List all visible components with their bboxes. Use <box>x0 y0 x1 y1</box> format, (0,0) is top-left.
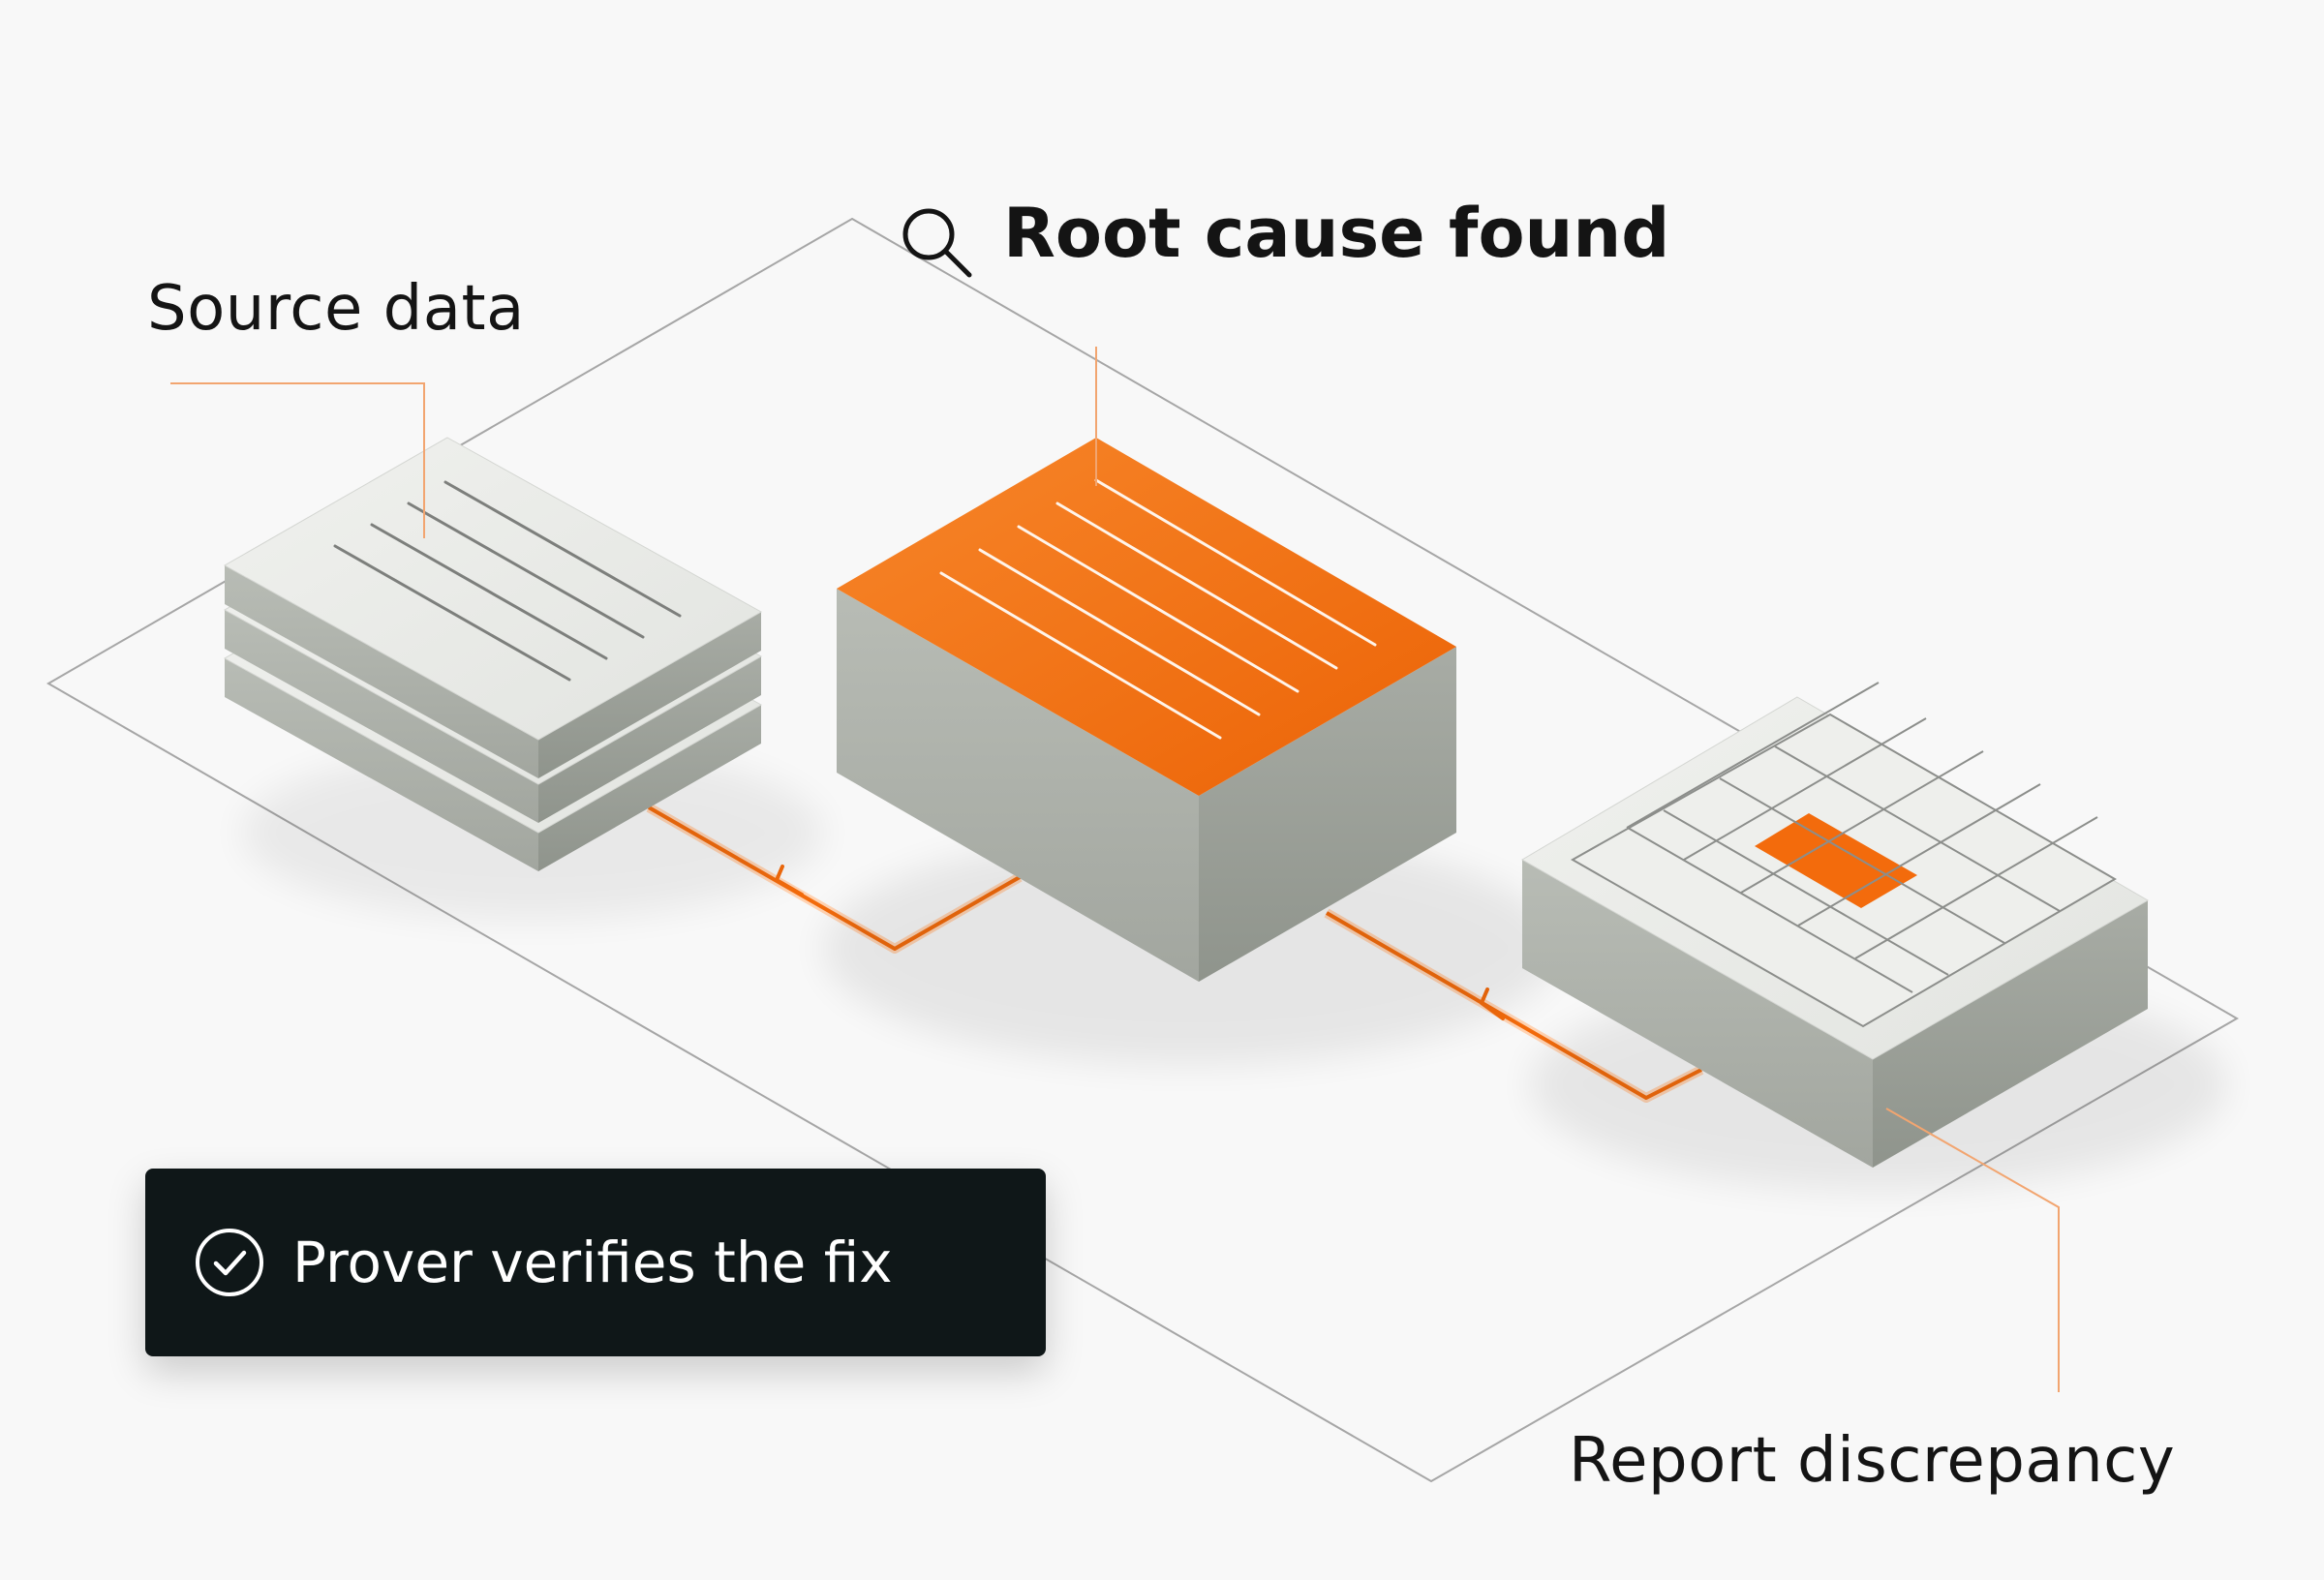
report-discrepancy-label: Report discrepancy <box>1569 1425 2176 1497</box>
source-data-label: Source data <box>147 273 525 345</box>
toast-text: Prover verifies the fix <box>292 1230 893 1295</box>
discrepancy-cell <box>1755 813 1917 908</box>
search-icon <box>902 208 972 278</box>
leader-line-source <box>170 382 425 538</box>
leader-line-report <box>1885 1108 2060 1392</box>
verification-toast: Prover verifies the fix <box>145 1169 1046 1356</box>
root-cause-block <box>823 438 1559 1065</box>
check-circle-icon <box>196 1229 263 1296</box>
source-data-stack <box>223 437 823 920</box>
report-block <box>1521 682 2227 1191</box>
root-cause-label: Root cause found <box>1003 194 1670 273</box>
